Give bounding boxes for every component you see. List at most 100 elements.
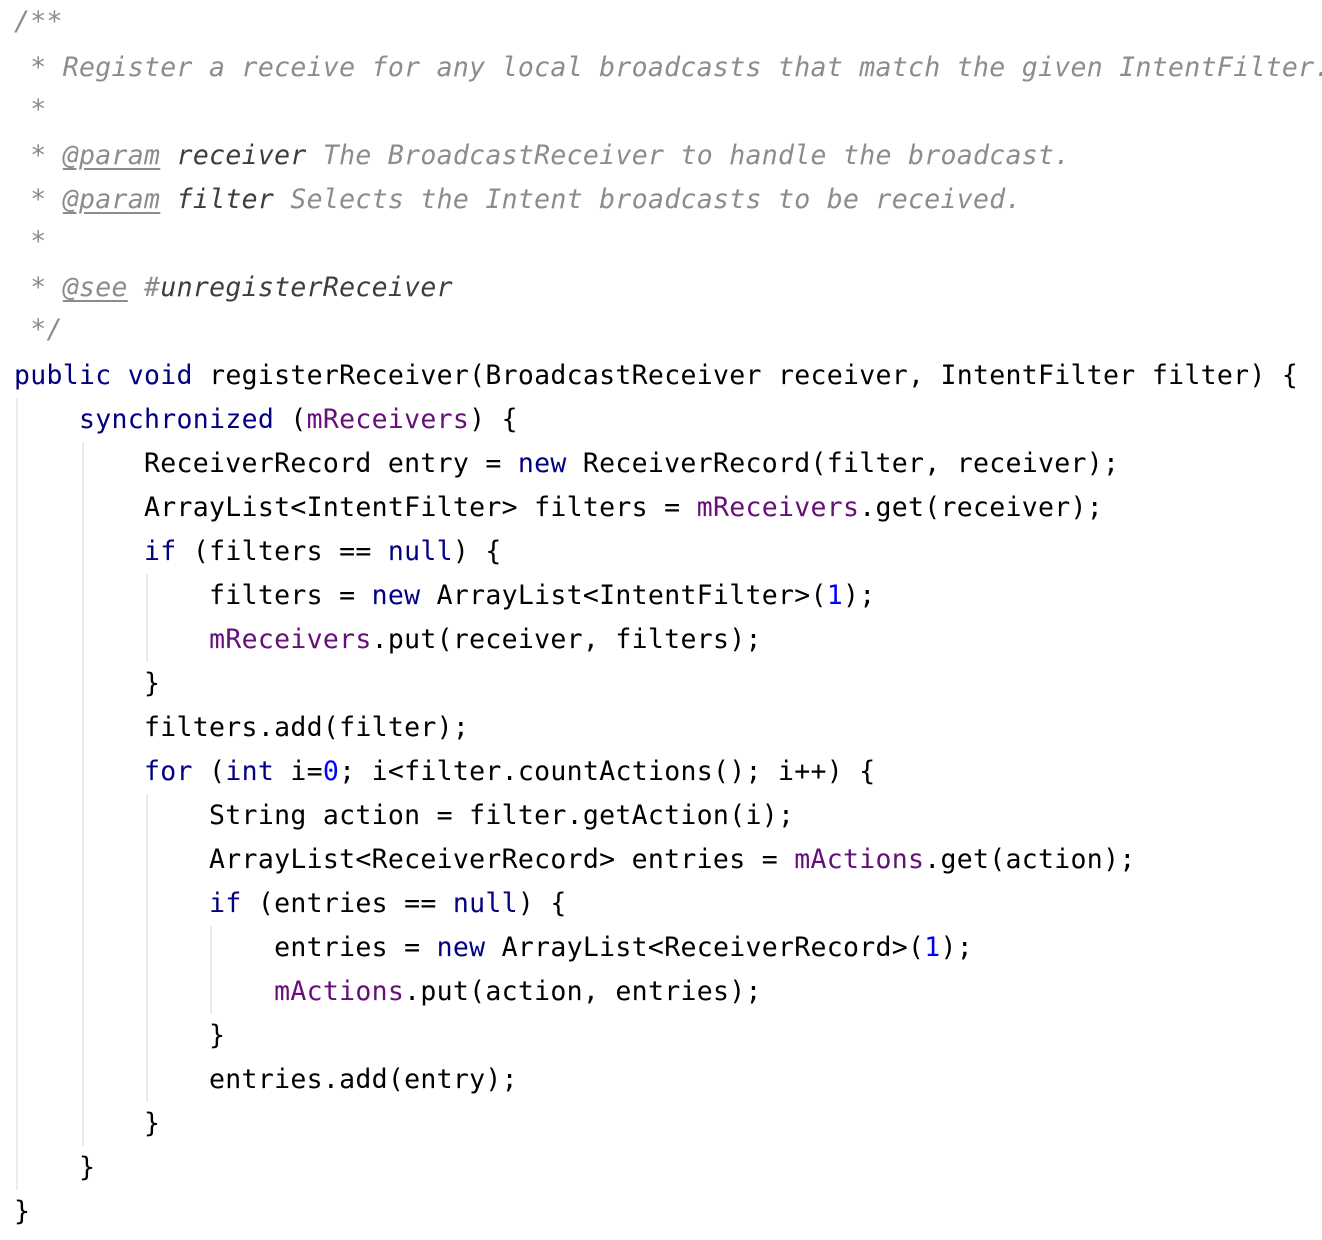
code-token-num: 0: [322, 756, 340, 787]
code-line: public void registerReceiver(BroadcastRe…: [14, 354, 1298, 398]
code-token-pname: unregisterReceiver: [160, 272, 453, 303]
code-token-doc: [160, 140, 176, 171]
code-token-plain: ArrayList<IntentFilter> filters =: [14, 492, 697, 523]
code-token-plain: ArrayList<ReceiverRecord>(: [485, 932, 925, 963]
code-line: mActions.put(action, entries);: [14, 970, 762, 1014]
code-token-plain: filters =: [14, 580, 372, 611]
code-token-doc: [160, 184, 176, 215]
code-token-doc: The BroadcastReceiver to handle the broa…: [306, 140, 1071, 171]
code-token-doc: /**: [14, 6, 63, 37]
code-token-tag: @see: [62, 272, 128, 303]
indent-guide: [146, 794, 148, 1102]
code-token-plain: ) {: [469, 404, 518, 435]
code-token-plain: [14, 404, 79, 435]
code-token-plain: }: [14, 1108, 161, 1139]
code-token-plain: ) {: [452, 536, 502, 567]
code-token-doc: *: [14, 184, 63, 215]
code-line: if (entries == null) {: [14, 882, 567, 926]
code-token-plain: [14, 976, 274, 1007]
code-token-field: mActions: [794, 844, 925, 875]
code-token-plain: ) {: [517, 888, 567, 919]
code-line: if (filters == null) {: [14, 530, 502, 574]
code-token-kw: if: [209, 888, 242, 919]
code-token-plain: .put(action, entries);: [404, 976, 762, 1007]
code-token-num: 1: [924, 932, 941, 963]
code-token-doc: *: [14, 94, 47, 125]
code-line: * Register a receive for any local broad…: [14, 46, 1322, 90]
code-line: * @param receiver The BroadcastReceiver …: [14, 134, 1071, 178]
code-token-plain: }: [14, 1020, 226, 1051]
code-line: }: [14, 1102, 160, 1146]
code-token-field: mReceivers: [696, 492, 860, 523]
code-token-kw: new: [436, 932, 486, 963]
code-token-kw: synchronized: [79, 404, 275, 435]
code-token-kw: public void: [14, 360, 193, 391]
code-token-kw: new: [371, 580, 421, 611]
code-token-doc: * Register a receive for any local broad…: [14, 52, 1322, 83]
code-line: String action = filter.getAction(i);: [14, 794, 794, 838]
code-token-doc: #: [127, 272, 161, 303]
code-token-plain: [14, 888, 209, 919]
code-token-doc: *: [14, 140, 63, 171]
code-line: for (int i=0; i<filter.countActions(); i…: [14, 750, 876, 794]
code-token-tag: @param: [62, 184, 161, 215]
code-line: ArrayList<ReceiverRecord> entries = mAct…: [14, 838, 1136, 882]
code-token-plain: ReceiverRecord entry =: [14, 448, 518, 479]
code-token-plain: (: [274, 404, 307, 435]
code-token-doc: Selects the Intent broadcasts to be rece…: [274, 184, 1022, 215]
code-line: ArrayList<IntentFilter> filters = mRecei…: [14, 486, 1103, 530]
code-line: ReceiverRecord entry = new ReceiverRecor…: [14, 442, 1119, 486]
code-token-kw: if: [144, 536, 177, 567]
code-token-kw: for: [144, 756, 193, 787]
code-token-pname: receiver: [176, 140, 307, 171]
code-token-plain: [14, 756, 144, 787]
code-token-num: 1: [826, 580, 843, 611]
code-token-pname: filter: [176, 184, 275, 215]
code-token-plain: (filters ==: [176, 536, 388, 567]
code-token-plain: .get(action);: [924, 844, 1136, 875]
code-line: entries.add(entry);: [14, 1058, 518, 1102]
code-line: */: [14, 308, 63, 352]
code-token-plain: [14, 536, 144, 567]
code-line: }: [14, 662, 160, 706]
code-line: }: [14, 1014, 225, 1058]
code-token-doc: */: [14, 314, 63, 345]
code-line: entries = new ArrayList<ReceiverRecord>(…: [14, 926, 973, 970]
code-line: *: [14, 88, 47, 132]
code-line: * @param filter Selects the Intent broad…: [14, 178, 1022, 222]
code-token-field: mActions: [274, 976, 405, 1007]
code-token-field: mReceivers: [209, 624, 372, 655]
code-token-plain: [14, 624, 209, 655]
code-token-doc: *: [14, 226, 47, 257]
code-line: synchronized (mReceivers) {: [14, 398, 518, 442]
code-token-plain: (entries ==: [241, 888, 453, 919]
code-token-kw: null: [452, 888, 518, 919]
code-token-plain: }: [14, 1196, 31, 1227]
code-token-plain: String action = filter.getAction(i);: [14, 800, 795, 831]
code-token-plain: registerReceiver(BroadcastReceiver recei…: [192, 360, 1299, 391]
code-line: filters.add(filter);: [14, 706, 469, 750]
code-token-plain: filters.add(filter);: [14, 712, 470, 743]
code-token-plain: i=: [274, 756, 323, 787]
code-token-plain: entries =: [14, 932, 437, 963]
code-token-doc: *: [14, 272, 63, 303]
indent-guide: [82, 442, 84, 1146]
code-token-plain: .get(receiver);: [859, 492, 1104, 523]
code-token-plain: ; i<filter.countActions(); i++) {: [339, 756, 876, 787]
code-token-plain: entries.add(entry);: [14, 1064, 518, 1095]
code-token-plain: );: [843, 580, 876, 611]
code-line: *: [14, 220, 47, 264]
code-token-plain: .put(receiver, filters);: [371, 624, 762, 655]
code-token-plain: ReceiverRecord(filter, receiver);: [566, 448, 1120, 479]
code-token-plain: }: [14, 668, 161, 699]
code-token-kw: int: [225, 756, 275, 787]
code-token-tag: @param: [62, 140, 161, 171]
code-token-kw: null: [387, 536, 453, 567]
indent-guide: [146, 574, 148, 662]
code-line: }: [14, 1190, 30, 1234]
code-line: /**: [14, 0, 63, 44]
code-token-kw: new: [517, 448, 567, 479]
code-line: mReceivers.put(receiver, filters);: [14, 618, 762, 662]
code-token-plain: ArrayList<ReceiverRecord> entries =: [14, 844, 795, 875]
